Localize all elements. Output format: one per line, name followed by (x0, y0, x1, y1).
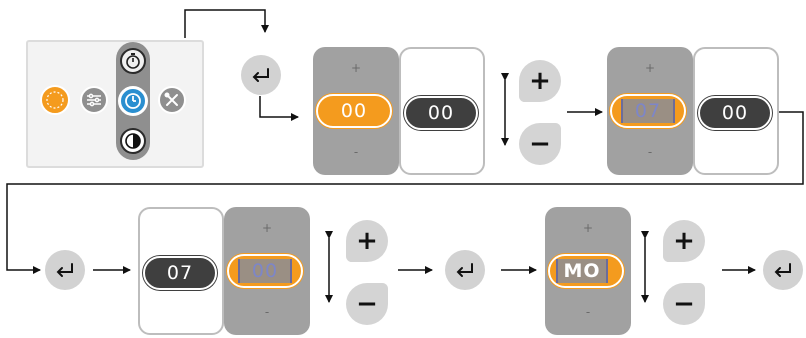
mode-value-editing[interactable]: MO (548, 254, 624, 288)
plus-button-3[interactable]: + (663, 220, 705, 262)
enter-icon (774, 263, 791, 277)
enter-button-4[interactable] (763, 250, 803, 290)
minutes-value[interactable]: 00 (698, 96, 772, 130)
settings-sliders-icon[interactable] (80, 86, 108, 114)
enter-button-3[interactable] (445, 250, 485, 290)
minus-button-3[interactable]: − (663, 283, 705, 325)
text-cursor: 00 (238, 259, 292, 283)
plus-button-2[interactable]: + (346, 220, 388, 262)
plus-label: + (350, 61, 362, 75)
step1-hours-panel: + - 00 (313, 47, 399, 175)
plus-label: + (644, 61, 656, 75)
hours-value-editing[interactable]: 07 (610, 94, 686, 128)
text-cursor: MO (556, 259, 608, 283)
clock-icon[interactable] (118, 86, 148, 116)
menu-column (116, 42, 150, 160)
step4-mode-panel: + - MO (545, 207, 631, 335)
contrast-icon[interactable] (120, 128, 146, 154)
hours-value[interactable]: 00 (316, 94, 392, 128)
text-cursor: 07 (621, 99, 675, 123)
minus-label: - (585, 305, 591, 319)
minutes-value[interactable]: 00 (404, 96, 478, 130)
plus-label: + (261, 221, 273, 235)
plus-button-1[interactable]: + (519, 60, 561, 102)
enter-icon (56, 263, 73, 277)
minus-button-1[interactable]: − (519, 123, 561, 165)
step1-minutes-panel: 00 (399, 47, 485, 175)
minus-button-2[interactable]: − (346, 283, 388, 325)
brightness-icon[interactable] (40, 85, 70, 115)
enter-icon (456, 263, 473, 277)
step3-minutes-panel: + - 00 (224, 207, 310, 335)
enter-icon (252, 68, 269, 82)
step2-hours-panel: + - 07 (607, 47, 693, 175)
tools-icon[interactable] (158, 86, 186, 114)
enter-button-2[interactable] (45, 250, 85, 290)
timer-icon[interactable] (120, 48, 146, 74)
minus-label: - (353, 145, 359, 159)
connector-menu-to-enter (184, 9, 269, 38)
minus-label: - (264, 305, 270, 319)
plus-label: + (582, 221, 594, 235)
step2-minutes-panel: 00 (693, 47, 779, 175)
hours-value[interactable]: 07 (143, 256, 217, 290)
connector-enter-to-box1 (259, 96, 299, 121)
enter-button-1[interactable] (241, 55, 281, 95)
step3-hours-panel: 07 (138, 207, 224, 335)
minus-label: - (647, 145, 653, 159)
minutes-value-editing[interactable]: 00 (227, 254, 303, 288)
